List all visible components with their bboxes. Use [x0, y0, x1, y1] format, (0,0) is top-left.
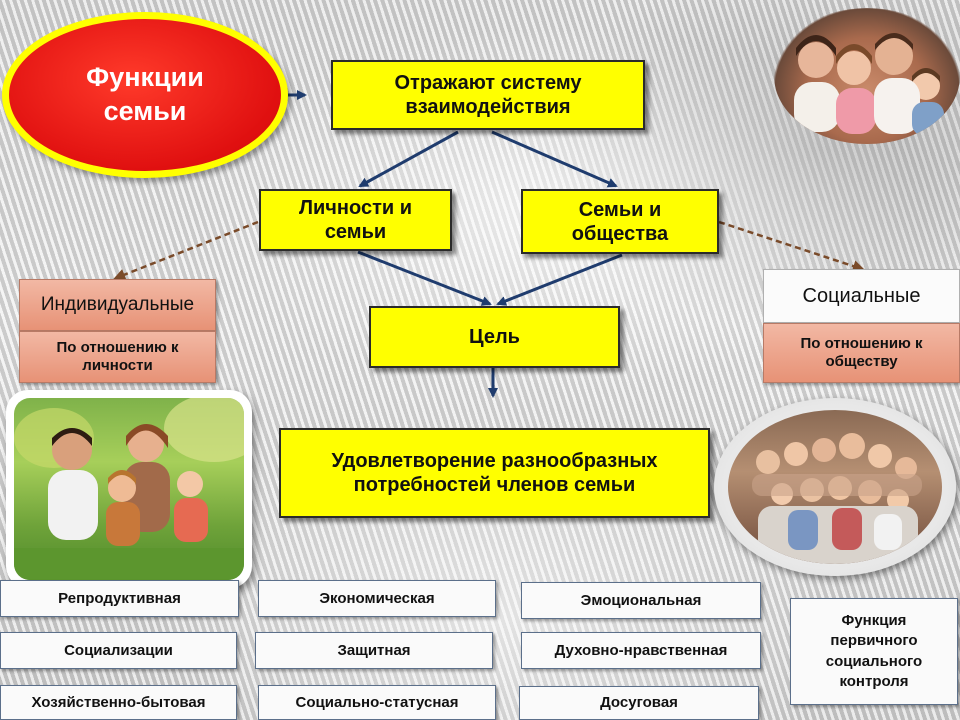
personal-family-text: Личности и семьи: [298, 197, 413, 243]
satisfaction-text: Удовлетворение разнообразных потребносте…: [331, 450, 658, 496]
arrow-personal-to-goal: [357, 250, 492, 306]
social-title: Социальные: [802, 285, 921, 307]
function-social-status: Социально-статусная: [258, 685, 496, 720]
function-leisure: Досуговая: [519, 686, 759, 720]
function-economic-label: Экономическая: [319, 589, 435, 607]
family-society-box: Семьи и общества: [521, 189, 719, 254]
function-social-control-label: Функция первичного социального контроля: [825, 612, 923, 690]
function-economic: Экономическая: [258, 580, 496, 617]
function-reproductive: Репродуктивная: [0, 580, 239, 617]
function-social-control: Функция первичного социального контроля: [790, 598, 958, 705]
individual-title: Индивидуальные: [40, 293, 195, 315]
dashed-arrow-to-social: [718, 220, 865, 272]
arrow-society-to-goal: [496, 253, 623, 306]
function-emotional-label: Эмоциональная: [580, 591, 702, 609]
individual-subtitle-box: По отношению к личности: [19, 331, 216, 383]
function-spiritual-label: Духовно-нравственная: [554, 641, 728, 659]
dashed-arrow-to-individual: [113, 220, 259, 281]
family-photo-right: [714, 398, 956, 576]
title-text: Функции семьи: [86, 62, 204, 126]
social-subtitle: По отношению к обществу: [800, 335, 923, 370]
function-household-label: Хозяйственно-бытовая: [31, 693, 206, 711]
goal-box: Цель: [369, 306, 620, 368]
function-protective-label: Защитная: [337, 641, 411, 659]
arrow-reflect-to-personal: [358, 130, 459, 188]
function-household: Хозяйственно-бытовая: [0, 685, 237, 720]
function-spiritual: Духовно-нравственная: [521, 632, 761, 669]
function-protective: Защитная: [255, 632, 493, 669]
function-emotional: Эмоциональная: [521, 582, 761, 619]
personal-family-box: Личности и семьи: [259, 189, 452, 251]
function-socialization-label: Социализации: [64, 641, 173, 659]
family-photo-left: [6, 390, 252, 588]
arrow-reflect-to-society: [491, 130, 618, 188]
title-ellipse: Функции семьи: [2, 12, 288, 178]
family-photo-top: [774, 8, 960, 144]
individual-title-box: Индивидуальные: [19, 279, 216, 331]
satisfaction-box: Удовлетворение разнообразных потребносте…: [279, 428, 710, 518]
function-socialization: Социализации: [0, 632, 237, 669]
social-title-box: Социальные: [763, 269, 960, 323]
function-social-status-label: Социально-статусная: [295, 693, 459, 711]
goal-text: Цель: [469, 326, 520, 348]
individual-subtitle: По отношению к личности: [56, 339, 179, 374]
family-society-text: Семьи и общества: [571, 198, 669, 245]
function-reproductive-label: Репродуктивная: [58, 589, 181, 607]
reflect-text: Отражают систему взаимодействия: [394, 72, 582, 118]
reflect-box: Отражают систему взаимодействия: [331, 60, 645, 130]
social-subtitle-box: По отношению к обществу: [763, 323, 960, 383]
function-leisure-label: Досуговая: [600, 694, 678, 711]
